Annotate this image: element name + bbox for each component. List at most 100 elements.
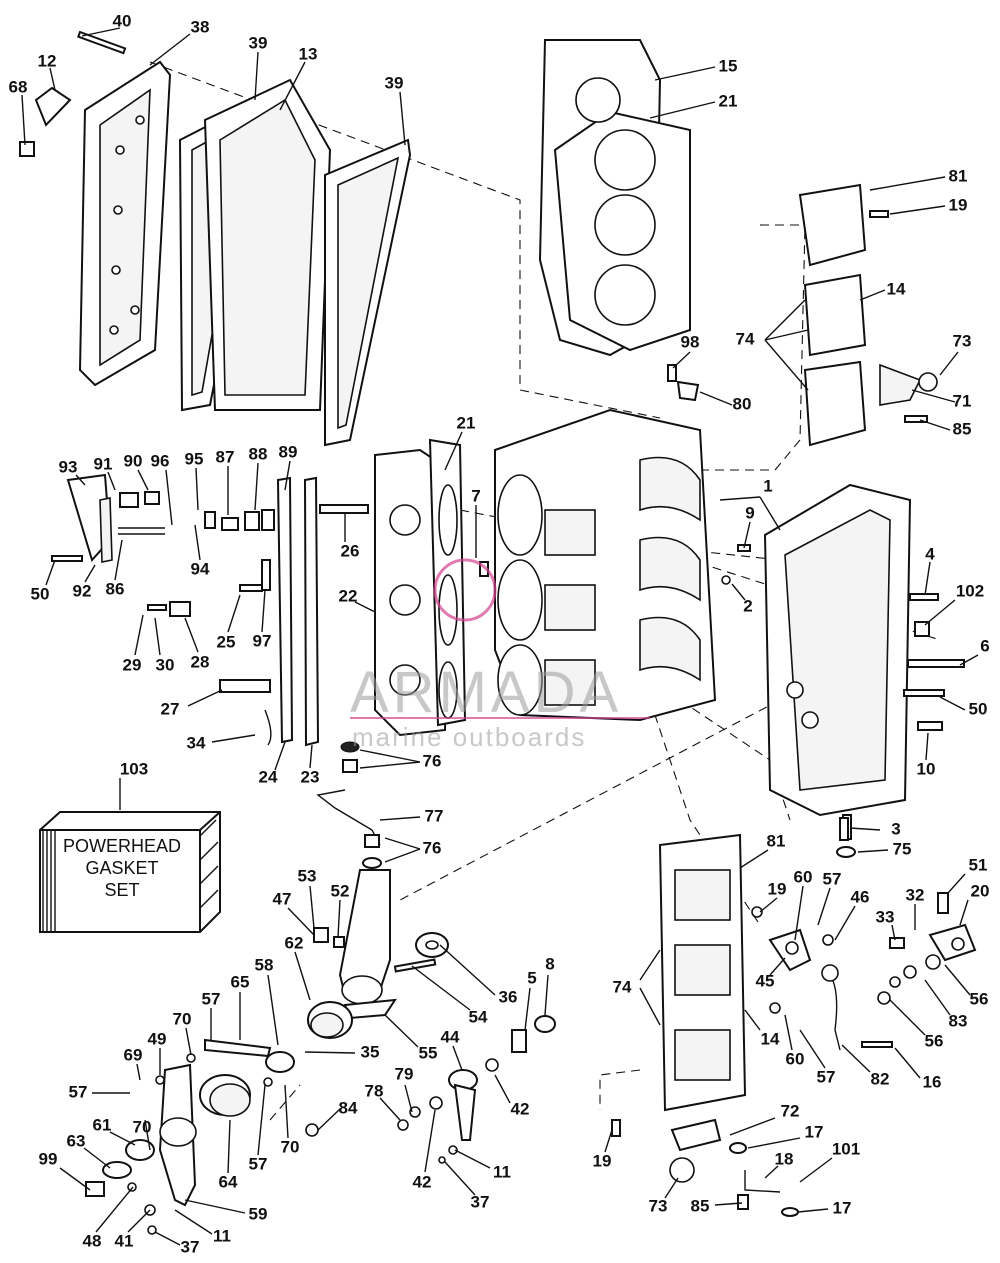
callout-label: 37 <box>471 1192 490 1211</box>
callout-label: 29 <box>123 655 142 674</box>
callout-label: 38 <box>191 17 210 36</box>
leader-line <box>404 1084 413 1113</box>
leader-line <box>194 524 201 561</box>
thermostat-assembly <box>66 473 369 747</box>
callout-label: 51 <box>969 855 988 874</box>
kit-line-2: GASKET <box>85 858 158 878</box>
leader-line <box>639 987 661 1026</box>
callout-label: 76 <box>423 751 442 770</box>
callout-label: 103 <box>120 759 148 778</box>
leader-line <box>744 1009 761 1031</box>
leader-line <box>944 964 971 996</box>
callout-label: 60 <box>786 1049 805 1068</box>
leader-line <box>731 583 746 601</box>
callout-label: 41 <box>115 1231 134 1250</box>
callout-label: 52 <box>331 881 350 900</box>
leader-line <box>227 594 241 633</box>
callout-label: 85 <box>691 1196 710 1215</box>
leader-line <box>714 1202 743 1206</box>
callout-label: 57 <box>202 989 221 1008</box>
callout-label: 62 <box>285 933 304 952</box>
leader-line <box>444 431 463 471</box>
callout-label: 45 <box>756 971 775 990</box>
callout-label: 90 <box>124 451 143 470</box>
exhaust-gasket-inner <box>324 138 412 447</box>
watermark-tagline: marine outboards <box>352 722 586 752</box>
callout-label: 70 <box>281 1137 300 1156</box>
callout-label: 17 <box>833 1198 852 1217</box>
leader-line <box>359 761 421 769</box>
leader-line <box>107 471 116 491</box>
callout-label: 76 <box>423 838 442 857</box>
leader-line <box>919 419 951 431</box>
leader-line <box>49 67 56 91</box>
callout-label: 68 <box>9 77 28 96</box>
bolts <box>19 30 965 1137</box>
callout-label: 17 <box>805 1122 824 1141</box>
callout-label: 18 <box>775 1149 794 1168</box>
leader-line <box>411 965 471 1011</box>
leader-line <box>257 1084 266 1156</box>
leader-line <box>439 944 496 996</box>
leader-line <box>144 1119 151 1151</box>
callout-label: 23 <box>301 767 320 786</box>
callout-label: 6 <box>980 636 989 655</box>
callout-label: 81 <box>767 831 786 850</box>
leader-line <box>799 1029 826 1069</box>
leader-line <box>797 1208 829 1213</box>
callout-label: 19 <box>768 879 787 898</box>
leader-line <box>59 1167 91 1191</box>
exhaust-cover <box>78 60 172 387</box>
kit-line-3: SET <box>104 880 139 900</box>
bearing-parts <box>397 1015 556 1164</box>
leader-line <box>114 539 123 581</box>
callout-label: 39 <box>385 73 404 92</box>
callout-label: 13 <box>299 44 318 63</box>
leader-line <box>187 689 223 707</box>
leader-line <box>911 389 956 403</box>
connecting-rod-upper <box>307 869 449 1039</box>
leader-line <box>859 289 886 301</box>
callout-label: 14 <box>887 279 906 298</box>
callout-label: 69 <box>124 1045 143 1064</box>
leader-line <box>834 905 856 941</box>
callout-label: 55 <box>419 1043 438 1062</box>
leader-line <box>924 599 956 626</box>
callout-label: 7 <box>471 486 480 505</box>
callout-label: 74 <box>736 329 755 348</box>
leader-line <box>699 391 733 406</box>
callout-label: 21 <box>719 91 738 110</box>
callout-label: 77 <box>425 806 444 825</box>
leader-line <box>304 1051 356 1054</box>
callout-label: 57 <box>69 1082 88 1101</box>
callout-label: 87 <box>216 447 235 466</box>
leader-line <box>127 1209 151 1233</box>
leader-line <box>494 1074 511 1104</box>
leader-line <box>747 1137 801 1149</box>
leader-line <box>729 1117 776 1136</box>
callout-label: 33 <box>876 907 895 926</box>
callout-label: 89 <box>279 442 298 461</box>
callout-label: 19 <box>949 195 968 214</box>
callout-label: 97 <box>253 631 272 650</box>
leader-line <box>83 1147 111 1169</box>
crankcase-cover <box>763 483 912 817</box>
callout-label: 102 <box>956 581 984 600</box>
callout-label: 82 <box>871 1069 890 1088</box>
callout-label: 80 <box>733 394 752 413</box>
leader-line <box>959 899 969 926</box>
leader-line <box>227 1119 231 1174</box>
callout-label: 49 <box>148 1029 167 1048</box>
callout-label: 28 <box>191 652 210 671</box>
leader-line <box>294 951 311 1001</box>
leader-line <box>452 1045 463 1071</box>
callout-label: 101 <box>832 1139 860 1158</box>
leader-line <box>454 1149 491 1169</box>
callout-label: 61 <box>93 1115 112 1134</box>
callout-label: 56 <box>970 989 989 1008</box>
callout-label: 93 <box>59 457 78 476</box>
callout-label: 95 <box>185 449 204 468</box>
callout-label: 5 <box>527 968 536 987</box>
leader-line <box>287 907 315 936</box>
